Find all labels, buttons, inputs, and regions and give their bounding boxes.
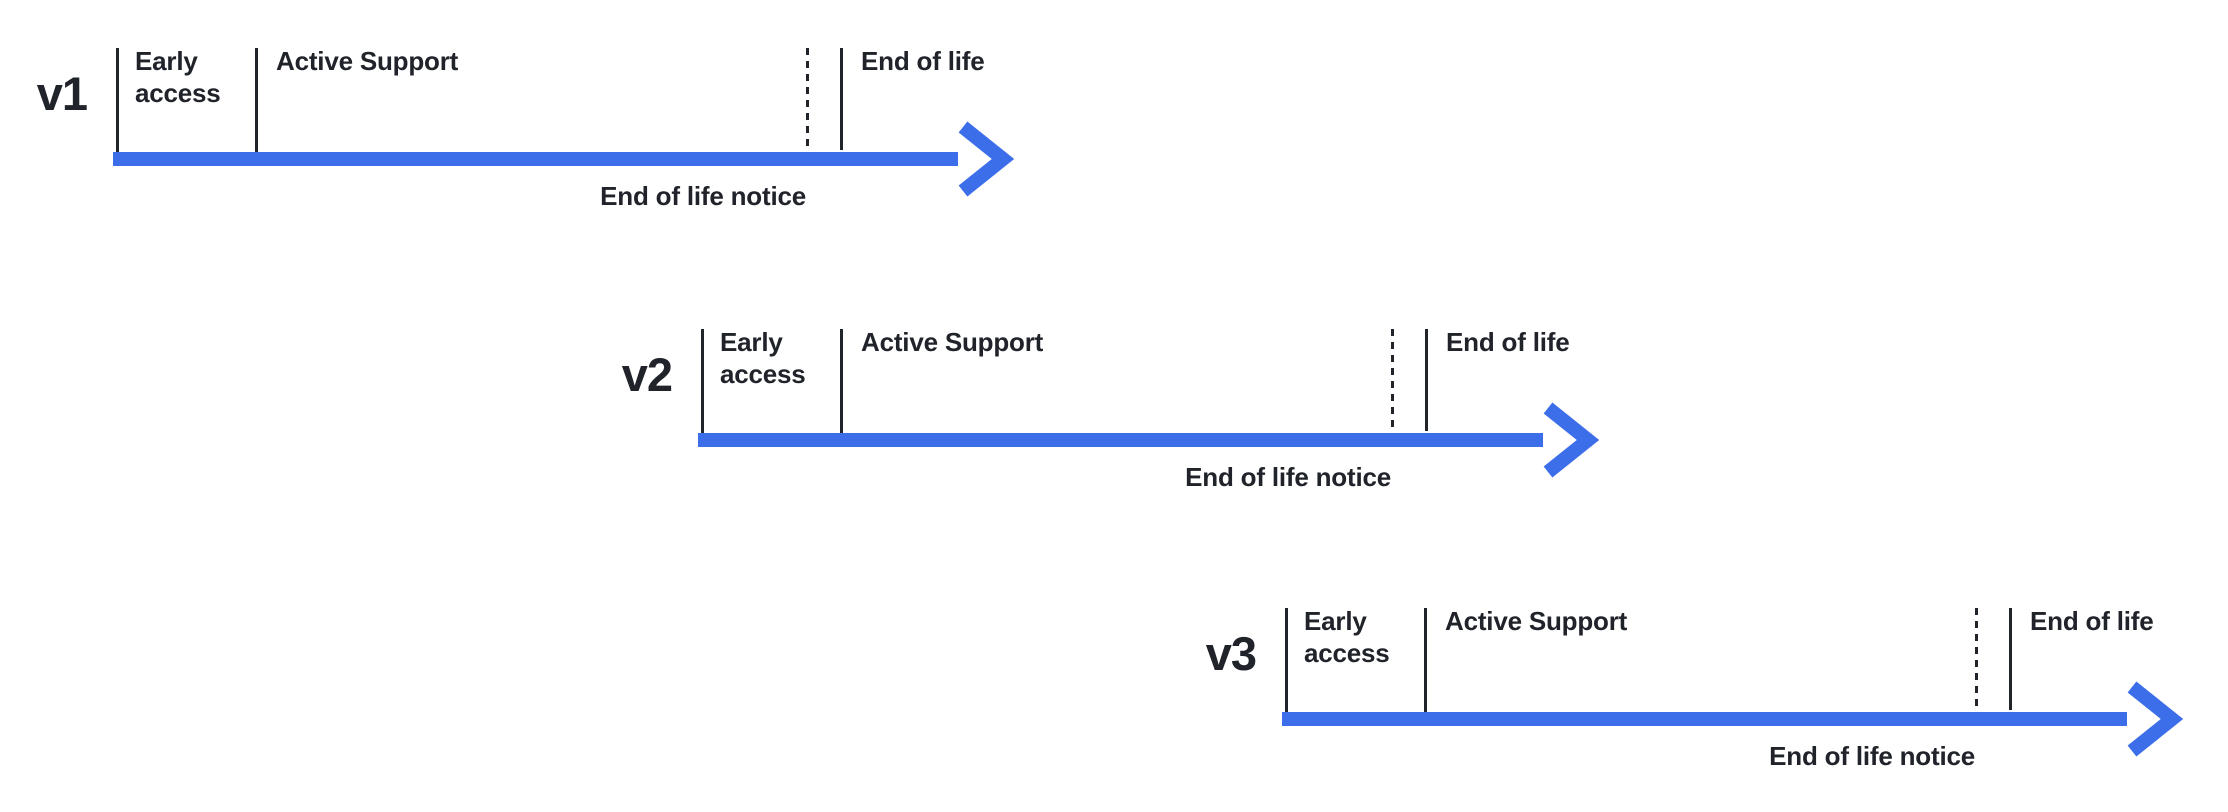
- end-of-life-notice-dashed-marker: [1391, 329, 1394, 431]
- timeline-start-tick: [116, 48, 119, 152]
- timeline-arrow-bar: [113, 152, 958, 166]
- end-of-life-notice-label: End of life notice: [1769, 741, 1975, 771]
- timeline-row-v2: v2 Early access Active Support End of li…: [502, 319, 1627, 531]
- version-label: v2: [621, 348, 673, 401]
- end-of-life-tick: [2009, 608, 2012, 710]
- arrow-head-icon: [1543, 402, 1600, 478]
- timeline-arrow-bar: [698, 433, 1543, 447]
- timeline-row-v1: v1 Early access Active Support End of li…: [0, 38, 1042, 250]
- end-of-life-tick: [1425, 329, 1428, 431]
- phase-label-end-of-life: End of life: [861, 46, 985, 76]
- timeline-start-tick: [701, 329, 704, 433]
- arrow-head-icon: [2127, 681, 2184, 757]
- end-of-life-notice-label: End of life notice: [1185, 462, 1391, 492]
- arrow-head-icon: [958, 121, 1015, 197]
- phase-label-end-of-life: End of life: [2030, 606, 2154, 636]
- phase-label-early-access: Early access: [1304, 606, 1390, 668]
- timeline-start-tick: [1285, 608, 1288, 712]
- end-of-life-tick: [840, 48, 843, 150]
- active-support-start-tick: [840, 329, 843, 433]
- end-of-life-notice-dashed-marker: [1975, 608, 1978, 710]
- end-of-life-notice-label: End of life notice: [600, 181, 806, 211]
- version-label: v3: [1205, 627, 1257, 680]
- phase-label-active-support: Active Support: [276, 46, 459, 76]
- timeline-arrow-bar: [1282, 712, 2127, 726]
- version-label: v1: [36, 67, 88, 120]
- phase-label-early-access: Early access: [135, 46, 221, 108]
- active-support-start-tick: [255, 48, 258, 152]
- phase-label-active-support: Active Support: [861, 327, 1044, 357]
- phase-label-end-of-life: End of life: [1446, 327, 1570, 357]
- phase-label-active-support: Active Support: [1445, 606, 1628, 636]
- timeline-row-v3: v3 Early access Active Support End of li…: [1086, 598, 2211, 810]
- active-support-start-tick: [1424, 608, 1427, 712]
- phase-label-early-access: Early access: [720, 327, 806, 389]
- end-of-life-notice-dashed-marker: [806, 48, 809, 150]
